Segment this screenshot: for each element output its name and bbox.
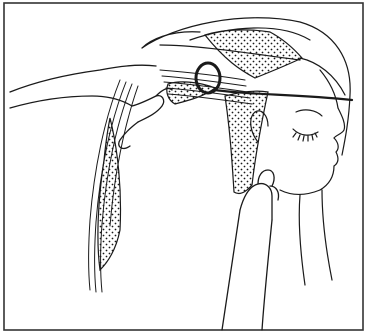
outer-frame-border — [4, 3, 363, 330]
